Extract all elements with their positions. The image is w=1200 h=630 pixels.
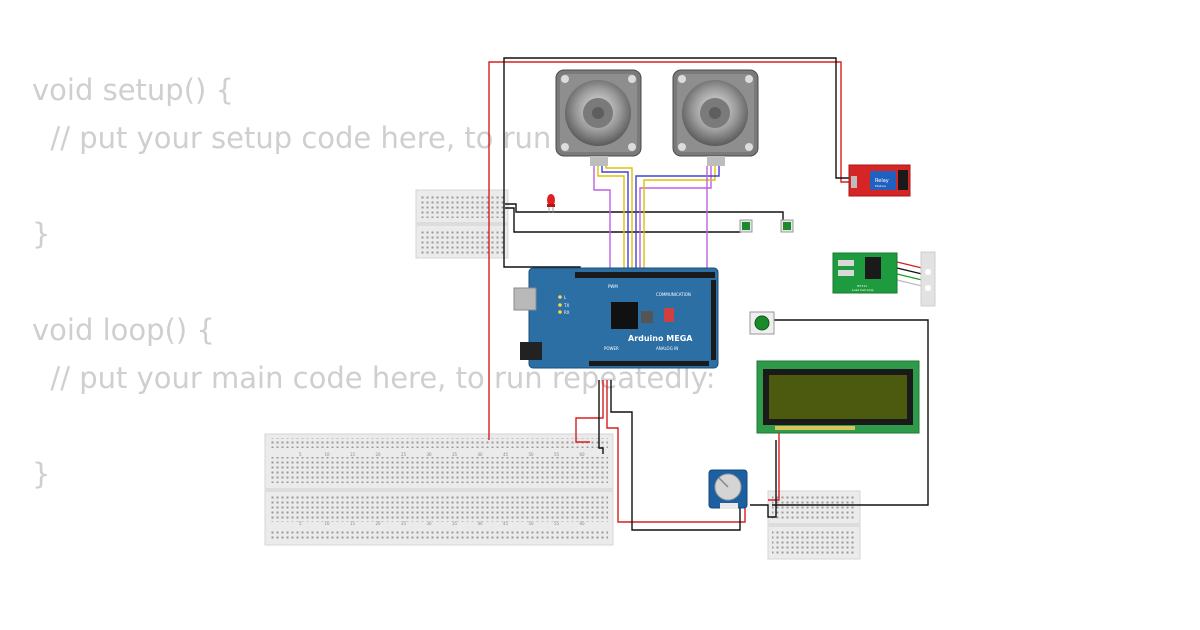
white-wire (896, 279, 923, 287)
black-wire (750, 440, 777, 518)
breadboard-column-number: 15 (350, 452, 356, 457)
arduino-communication-label: COMMUNICATION (656, 292, 691, 297)
code-line: } (32, 457, 51, 491)
green-wire (896, 273, 923, 281)
yellow-wire (597, 166, 625, 272)
potentiometer[interactable] (708, 469, 748, 509)
yellow-wire (643, 166, 716, 272)
breadboard-column-number: 10 (325, 521, 331, 526)
breadboard-column-number: 50 (529, 521, 535, 526)
black-wire (503, 212, 581, 272)
black-wire (772, 319, 929, 506)
breadboard-column-number: 35 (452, 452, 458, 457)
large-push-button[interactable] (749, 311, 775, 335)
arduino-mega-board[interactable] (513, 267, 719, 369)
breadboard-column-number: 25 (401, 521, 407, 526)
arduino-analog-label: ANALOG IN (656, 346, 678, 351)
black-wire (896, 267, 923, 275)
breadboard-column-number: 45 (503, 521, 509, 526)
breadboard-column-number: 40 (478, 452, 484, 457)
stepper-motor-1[interactable] (555, 69, 642, 166)
purple-wire (593, 166, 611, 272)
breadboard-mini-bottom[interactable] (767, 490, 861, 560)
yellow-wire (605, 166, 633, 272)
arduino-led-rx-label: RX (564, 310, 570, 315)
breadboard-column-number: 30 (427, 452, 433, 457)
red-wire (896, 261, 923, 269)
breadboard-column-number: 10 (325, 452, 331, 457)
purple-wire (639, 166, 712, 272)
breadboard-column-number: 55 (554, 521, 560, 526)
red-wire (575, 380, 604, 443)
stepper-motor-2[interactable] (672, 69, 759, 166)
breadboard-column-numbers-bottom: 5 10 15 20 25 30 35 40 45 50 55 60 (299, 521, 585, 526)
hx711-sublabel: Load Cell Amp (852, 288, 874, 292)
black-wire (610, 380, 741, 531)
arduino-name-label: Arduino MEGA (628, 334, 693, 343)
red-led[interactable] (547, 194, 555, 213)
arduino-pwm-label: PWM (608, 284, 618, 289)
relay-module[interactable] (848, 164, 911, 197)
code-line: void loop() { (32, 313, 215, 347)
breadboard-column-number: 15 (350, 521, 356, 526)
breadboard-column-number: 60 (580, 521, 586, 526)
blue-wire (601, 166, 629, 272)
hx711-label: HX711 (857, 284, 867, 288)
load-cell[interactable] (920, 251, 936, 307)
arduino-led-l-label: L (564, 295, 567, 300)
breadboard-column-number: 50 (529, 452, 535, 457)
red-wire (768, 432, 780, 501)
red-wire (488, 61, 849, 440)
lcd-display[interactable] (756, 360, 920, 434)
arduino-power-label: POWER (604, 346, 619, 351)
black-wire (598, 380, 604, 454)
breadboard-column-numbers-top: 5 10 15 20 25 30 35 40 45 50 55 60 (299, 452, 585, 457)
black-wire (505, 203, 784, 226)
breadboard-column-number: 5 (299, 452, 302, 457)
code-line: void setup() { (32, 73, 234, 107)
red-wire (606, 380, 746, 523)
breadboard-mini-top[interactable] (415, 189, 509, 259)
push-button-1[interactable] (739, 219, 753, 233)
breadboard-column-number: 35 (452, 521, 458, 526)
breadboard-column-number: 25 (401, 452, 407, 457)
relay-sublabel: Module (875, 184, 886, 188)
code-line: } (32, 217, 51, 251)
breadboard-column-number: 20 (376, 521, 382, 526)
black-wire (503, 57, 849, 212)
breadboard-column-number: 40 (478, 521, 484, 526)
breadboard-column-number: 30 (427, 521, 433, 526)
breadboard-column-number: 60 (580, 452, 586, 457)
hx711-module[interactable] (832, 252, 898, 294)
push-button-2[interactable] (780, 219, 794, 233)
breadboard-column-number: 5 (299, 521, 302, 526)
relay-label: Relay (875, 178, 889, 184)
breadboard-column-number: 55 (554, 452, 560, 457)
arduino-led-tx-label: TX (563, 303, 569, 308)
breadboard-column-number: 45 (503, 452, 509, 457)
blue-wire (635, 166, 720, 272)
breadboard-column-number: 20 (376, 452, 382, 457)
breadboard-large[interactable] (264, 433, 614, 546)
code-editor-background: void setup() { // put your setup code he… (32, 66, 832, 498)
wires (488, 57, 929, 531)
